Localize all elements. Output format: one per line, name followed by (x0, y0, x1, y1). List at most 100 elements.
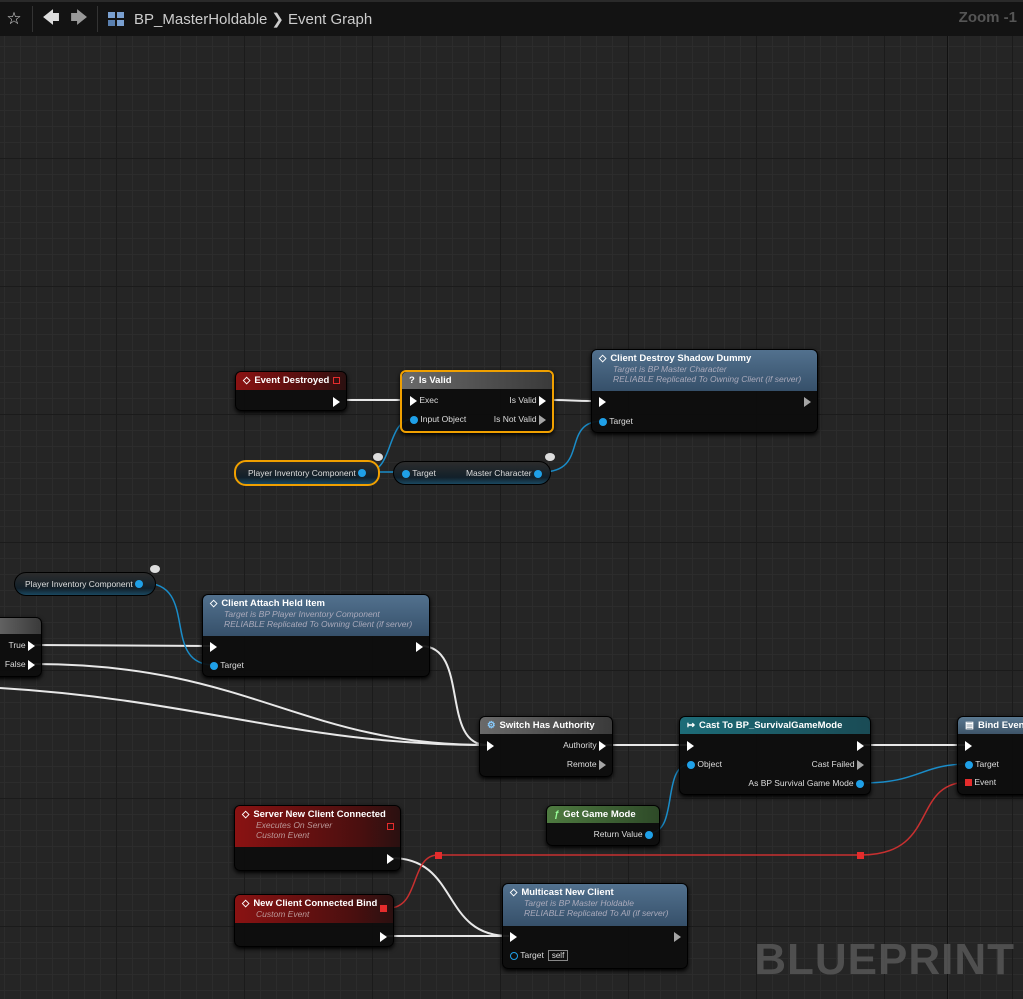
node-bind-event[interactable]: ▤Bind Event Target Event (957, 716, 1023, 795)
node-title: Event Destroyed (254, 375, 330, 386)
event-diamond-icon: ◇ (243, 375, 251, 386)
node-title: Server New Client Connected (253, 809, 386, 820)
blueprint-watermark: BLUEPRINT (754, 935, 1015, 984)
blueprint-icon (108, 12, 124, 26)
node-event-destroyed[interactable]: ◇Event Destroyed (235, 371, 347, 411)
node-title: Client Attach Held Item (221, 598, 325, 609)
delegate-pin[interactable] (333, 377, 340, 384)
event-diamond-icon: ◇ (599, 353, 607, 364)
target-pin[interactable]: Target (599, 416, 633, 426)
replication-bubble-icon (373, 453, 383, 461)
node-subtitle: Custom Event (256, 909, 310, 919)
node-server-new-client-connected[interactable]: ◇Server New Client Connected Executes On… (234, 805, 401, 871)
node-subtitle: Target is BP Master Holdable (524, 898, 634, 908)
authority-pin[interactable]: Authority (563, 740, 606, 751)
exec-in-pin[interactable] (965, 740, 972, 751)
exec-out-pin[interactable] (380, 931, 387, 942)
node-branch[interactable]: True False (0, 617, 42, 677)
node-subtitle: RELIABLE Replicated To Owning Client (if… (224, 619, 413, 629)
exec-out-pin[interactable] (804, 396, 811, 407)
node-title: Switch Has Authority (499, 720, 595, 731)
forward-arrow-icon[interactable]: 🡆 (70, 7, 88, 27)
node-subtitle: RELIABLE Replicated To Owning Client (if… (613, 374, 802, 384)
toolbar: ☆ 🡄 🡆 BP_MasterHoldable ❯ Event Graph Zo… (0, 0, 1023, 36)
node-subtitle: Target is BP Player Inventory Component (224, 609, 380, 619)
target-pin[interactable]: Target (210, 660, 244, 670)
exec-in-pin[interactable] (487, 740, 494, 751)
exec-out-pin[interactable] (333, 396, 340, 407)
node-subtitle: Custom Event (256, 830, 310, 840)
graph-canvas[interactable] (0, 36, 1023, 999)
exec-in-pin[interactable] (210, 641, 217, 652)
node-get-master-character[interactable]: Target Master Character (393, 461, 551, 485)
node-client-destroy-shadow-dummy[interactable]: ◇Client Destroy Shadow Dummy Target is B… (591, 349, 818, 433)
node-multicast-new-client[interactable]: ◇Multicast New Client Target is BP Maste… (502, 883, 688, 969)
input-object-pin[interactable]: Input Object (410, 414, 466, 424)
exec-out-pin[interactable] (857, 740, 864, 751)
return-value-pin[interactable]: Return Value (594, 829, 653, 839)
question-icon: ? (409, 375, 415, 386)
gear-icon: ⚙ (487, 720, 496, 731)
event-diamond-icon: ◇ (510, 887, 518, 898)
node-title: Client Destroy Shadow Dummy (610, 353, 752, 364)
grid-divider (947, 36, 948, 999)
node-subtitle: RELIABLE Replicated To All (if server) (524, 908, 669, 918)
exec-in-pin[interactable] (510, 931, 517, 942)
favorite-star-icon[interactable]: ☆ (6, 9, 22, 28)
divider (32, 6, 33, 32)
target-pin[interactable]: Target (965, 759, 999, 769)
false-pin[interactable]: False (5, 659, 35, 670)
exec-in-pin[interactable] (687, 740, 694, 751)
node-subtitle: Executes On Server (256, 820, 333, 830)
node-switch-has-authority[interactable]: ⚙Switch Has Authority Authority Remote (479, 716, 613, 777)
exec-in-pin[interactable]: Exec (410, 395, 438, 406)
as-game-mode-pin[interactable]: As BP Survival Game Mode (748, 778, 864, 788)
exec-out-pin[interactable] (387, 853, 394, 864)
variable-player-inventory-component[interactable]: Player Inventory Component (234, 460, 380, 486)
event-pin[interactable]: Event (965, 777, 996, 787)
node-title: Is Valid (418, 375, 452, 386)
variable-player-inventory-component[interactable]: Player Inventory Component (14, 572, 156, 596)
self-value[interactable]: self (547, 950, 569, 961)
node-is-valid[interactable]: ?Is Valid Exec Is Valid Input Object Is … (400, 370, 554, 433)
node-title: New Client Connected Bind (253, 898, 378, 909)
delegate-pin[interactable] (380, 905, 387, 912)
object-pin[interactable]: Object (687, 759, 722, 769)
variable-label: Player Inventory Component (248, 468, 356, 478)
exec-out-pin[interactable] (416, 641, 423, 652)
output-pin[interactable] (135, 580, 144, 588)
node-new-client-connected-bind[interactable]: ◇New Client Connected Bind Custom Event (234, 894, 394, 947)
node-client-attach-held-item[interactable]: ◇Client Attach Held Item Target is BP Pl… (202, 594, 430, 677)
node-subtitle: Target is BP Master Character (613, 364, 727, 374)
node-cast-to-survival-game-mode[interactable]: ↦Cast To BP_SurvivalGameMode Object Cast… (679, 716, 871, 795)
true-pin[interactable]: True (8, 640, 35, 651)
cast-arrow-icon: ↦ (687, 720, 695, 731)
remote-pin[interactable]: Remote (567, 759, 606, 770)
back-arrow-icon[interactable]: 🡄 (42, 7, 60, 27)
replication-bubble-icon (545, 453, 555, 461)
master-character-pin[interactable]: Master Character (466, 468, 542, 478)
variable-label: Player Inventory Component (25, 579, 133, 589)
node-title: Cast To BP_SurvivalGameMode (698, 720, 843, 731)
function-icon: ƒ (554, 809, 560, 820)
event-diamond-icon: ◇ (242, 809, 250, 820)
exec-in-pin[interactable] (599, 396, 606, 407)
node-title: Bind Event (977, 720, 1023, 731)
breadcrumb-graph[interactable]: Event Graph (287, 10, 373, 28)
target-pin[interactable]: Target (402, 468, 436, 478)
breadcrumb-separator: ❯ (271, 11, 284, 28)
output-pin[interactable] (358, 469, 367, 477)
node-title: Multicast New Client (521, 887, 614, 898)
delegate-pin[interactable] (387, 823, 394, 830)
replication-bubble-icon (150, 565, 160, 573)
is-not-valid-pin[interactable]: Is Not Valid (494, 414, 546, 425)
event-diamond-icon: ◇ (242, 898, 250, 909)
breadcrumb-blueprint[interactable]: BP_MasterHoldable (134, 10, 268, 28)
node-title: Get Game Mode (563, 809, 636, 820)
is-valid-pin[interactable]: Is Valid (509, 395, 546, 406)
cast-failed-pin[interactable]: Cast Failed (812, 759, 864, 770)
exec-out-pin[interactable] (674, 931, 681, 942)
bind-icon: ▤ (965, 720, 974, 731)
